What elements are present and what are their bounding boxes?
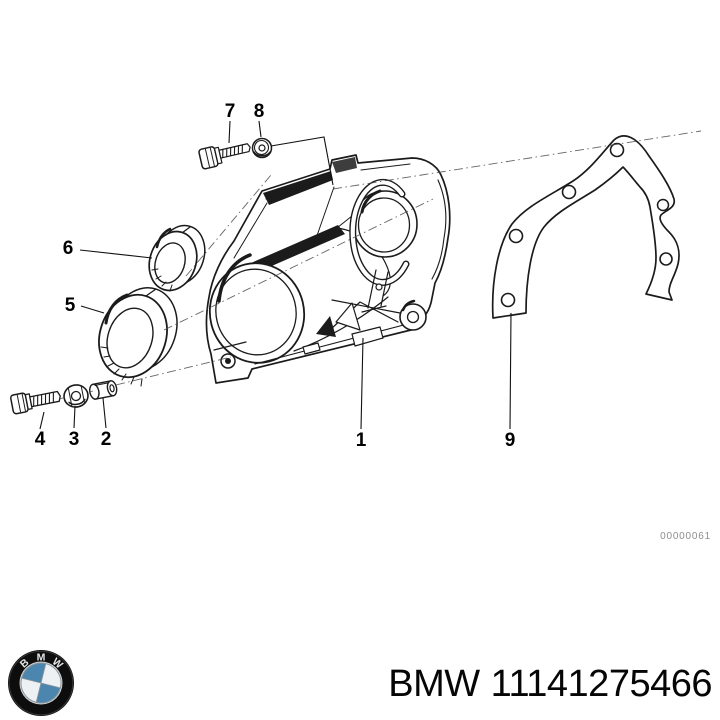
gasket: [491, 135, 680, 319]
callout-label-4: 4: [35, 429, 46, 450]
bushing-2: [89, 380, 118, 400]
callout-label-1: 1: [356, 430, 367, 451]
callout-label-5: 5: [65, 295, 76, 316]
callout-label-2: 2: [101, 429, 112, 450]
callout-label-3: 3: [69, 429, 80, 450]
bolt-7: [198, 143, 251, 170]
bmw-logo: B M W: [8, 650, 74, 716]
washer-8: [251, 137, 273, 159]
leader-lines: [39, 120, 512, 430]
bmw-roundel-quadrants: [20, 662, 62, 704]
callout-label-7: 7: [225, 101, 236, 122]
seal-ring-6: [148, 224, 206, 292]
callout-labels: 7 8 6 5 4 3 2 1 9: [35, 101, 516, 451]
callout-label-9: 9: [505, 430, 516, 451]
callout-label-8: 8: [254, 101, 265, 122]
svg-text:M: M: [37, 652, 46, 664]
callout-label-6: 6: [63, 238, 74, 259]
parts-diagram-svg: 7 8 6 5 4 3 2 1 9: [9, 101, 702, 451]
nut-3: [63, 384, 89, 408]
part-number-text: 11141275466: [490, 663, 713, 705]
bolt-4: [9, 390, 61, 415]
doc-number: 00000061: [660, 531, 711, 542]
gasket-bolt-holes: [500, 142, 673, 308]
timing-cover: [205, 154, 451, 384]
brand-text: BMW: [388, 663, 480, 705]
seal-ring-5: [98, 287, 178, 387]
assembly-axis-lines: [59, 130, 702, 400]
diagram-area: 7 8 6 5 4 3 2 1 9: [9, 101, 702, 451]
